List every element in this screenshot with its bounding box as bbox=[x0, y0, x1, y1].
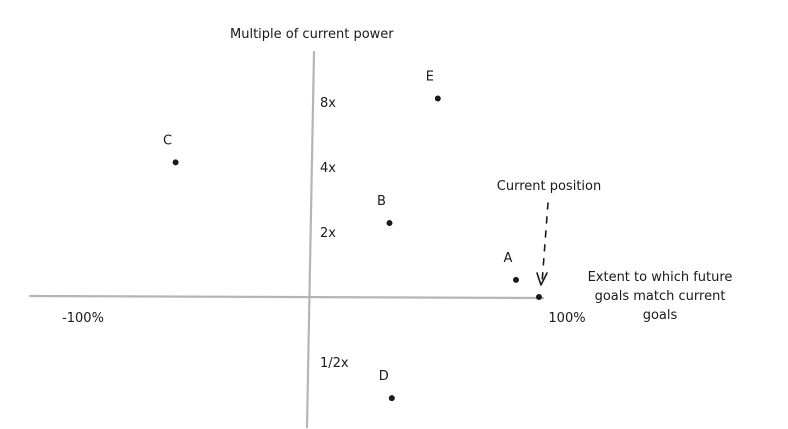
x-axis-label: Extent to which future goals match curre… bbox=[588, 270, 733, 323]
y-tick-label-8x: 8x bbox=[320, 96, 336, 111]
x-axis-label-line-2: goals match current bbox=[595, 289, 726, 304]
point-label-d: D bbox=[379, 369, 389, 384]
point-label-c: C bbox=[163, 133, 172, 148]
point-d bbox=[388, 395, 395, 402]
annotation-arrow-head bbox=[536, 272, 548, 286]
point-e bbox=[434, 95, 441, 102]
point-label-a: A bbox=[504, 251, 513, 266]
point-c bbox=[172, 159, 179, 166]
x-axis-label-line-1: Extent to which future bbox=[588, 270, 733, 285]
x-tick-label-neg100pct: -100% bbox=[62, 311, 104, 326]
tick-labels: 8x 4x 2x 1/2x -100% 100% bbox=[62, 96, 586, 371]
y-tick-label-2x: 2x bbox=[320, 226, 336, 241]
point-current-position bbox=[536, 294, 542, 300]
point-b bbox=[386, 220, 393, 227]
x-tick-label-100pct: 100% bbox=[548, 311, 585, 326]
x-axis-label-line-3: goals bbox=[643, 308, 678, 323]
data-points: C E B A D bbox=[163, 70, 542, 402]
annotations: Current position bbox=[497, 179, 601, 286]
point-label-b: B bbox=[377, 194, 386, 209]
point-a bbox=[513, 276, 519, 283]
y-axis-line bbox=[305, 50, 316, 429]
annotation-current-position: Current position bbox=[497, 179, 601, 194]
annotation-arrow-dashed bbox=[541, 202, 549, 284]
point-label-e: E bbox=[426, 70, 434, 85]
y-tick-label-4x: 4x bbox=[320, 161, 336, 176]
y-axis-label: Multiple of current power bbox=[230, 27, 394, 42]
y-tick-label-1neg2x: 1/2x bbox=[320, 356, 349, 371]
x-axis-line bbox=[28, 294, 545, 300]
